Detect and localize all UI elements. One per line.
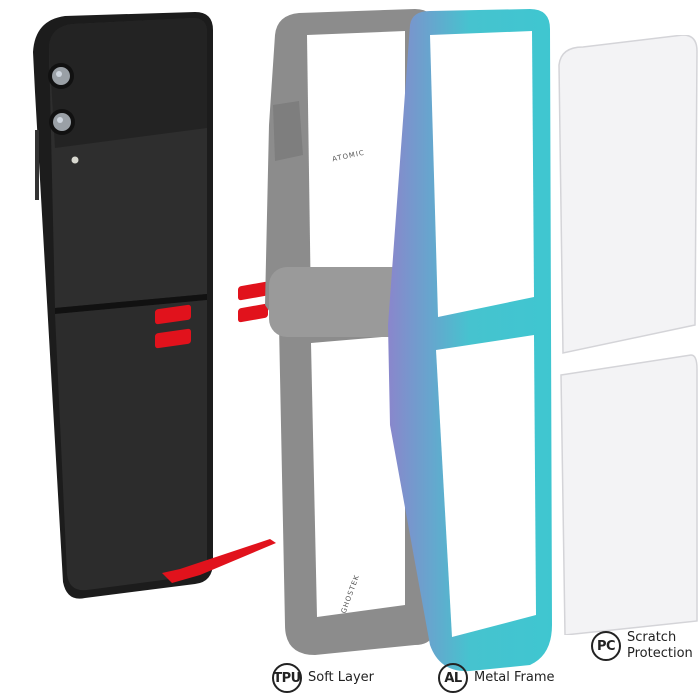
hinge-indicator-phone [155,304,195,353]
pc-badge-icon: PC [591,631,621,661]
legend-al: AL Metal Frame [438,663,555,693]
pc-clear-plates [558,35,698,635]
pc-label-line2: Protection [627,646,693,661]
legend-pc: PC Scratch Protection [591,630,693,662]
legend-tpu: TPU Soft Layer [272,663,374,693]
pc-label-line1: Scratch [627,630,677,645]
phone-illustration [33,12,213,599]
tpu-badge-icon: TPU [272,663,302,693]
tpu-case [265,9,435,655]
al-badge-icon: AL [438,663,468,693]
tpu-label: Soft Layer [308,670,375,685]
red-hinge-clip [162,539,276,583]
metal-frame [388,9,552,672]
al-label: Metal Frame [474,670,555,685]
